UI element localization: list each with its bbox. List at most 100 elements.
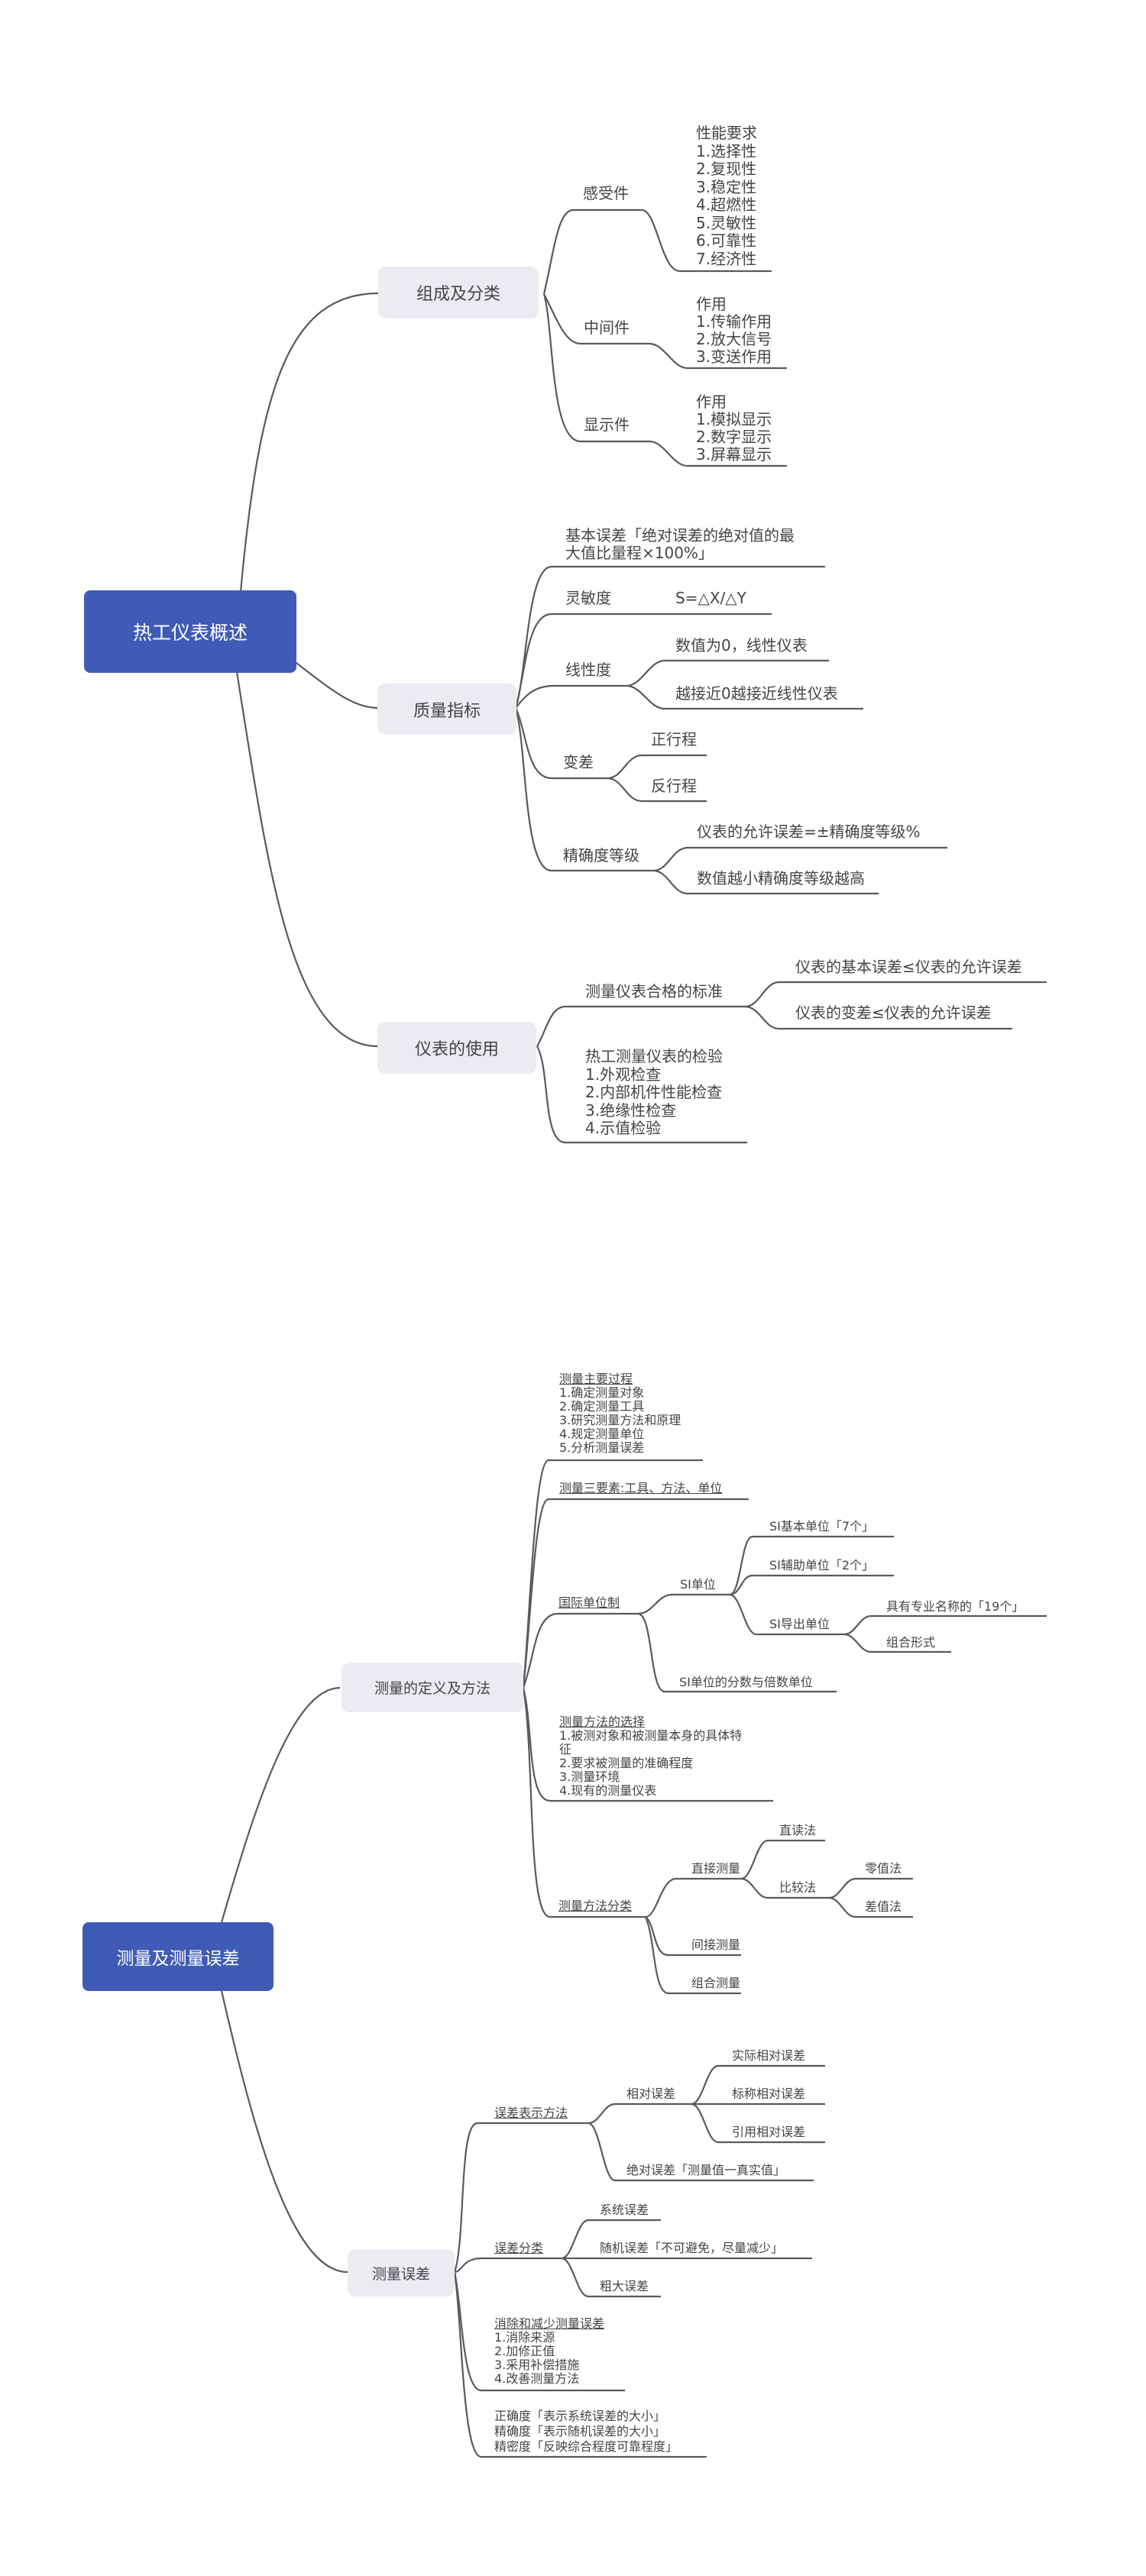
link-var-1 [607, 754, 707, 780]
node-representation[interactable]: 误差表示方法 [494, 2106, 568, 2120]
class-random[interactable]: 随机误差「不可避免，尽量减少」 [600, 2241, 784, 2255]
link-u-standard [536, 1005, 745, 1047]
root-node-thermal-instruments[interactable]: 热工仪表概述 [84, 590, 296, 673]
link-root2-error [220, 1990, 348, 2274]
node-sensor[interactable]: 感受件 [583, 184, 629, 202]
standard-item-2[interactable]: 仪表的变差≤仪表的允许误差 [795, 1004, 992, 1022]
root-node-measurement[interactable]: 测量及测量误差 [83, 1922, 274, 1991]
si-derived-item-1[interactable]: 具有专业名称的「19个」 [886, 1599, 1025, 1614]
link-root1-quality [290, 658, 379, 709]
link-si-derived [729, 1593, 844, 1636]
si-multiples[interactable]: SI单位的分数与倍数单位 [679, 1675, 813, 1689]
node-si-derived[interactable]: SI导出单位 [769, 1617, 830, 1631]
node-compare[interactable]: 比较法 [779, 1880, 817, 1895]
link-root1-usage [235, 671, 379, 1048]
link-dir-compare [740, 1877, 829, 1899]
node-definition[interactable]: 测量的定义及方法 [342, 1663, 523, 1712]
link-d-class [522, 1687, 646, 1918]
node-error[interactable]: 测量误差 [348, 2249, 455, 2296]
link-d-si [522, 1612, 638, 1689]
link-rel-3 [691, 2102, 825, 2144]
compare-zero[interactable]: 零值法 [865, 1861, 902, 1876]
link-cmp-1 [828, 1877, 913, 1899]
variation-item-2[interactable]: 反行程 [651, 777, 697, 795]
node-quality[interactable]: 质量指标 [377, 684, 516, 735]
node-composition[interactable]: 组成及分类 [378, 267, 539, 318]
link-e-class [454, 2257, 562, 2274]
accuracy-item-1[interactable]: 仪表的允许误差=±精确度等级% [697, 823, 921, 841]
link-cls-3 [561, 2257, 661, 2298]
link-rep-rel [588, 2102, 691, 2125]
relative-actual[interactable]: 实际相对误差 [732, 2048, 806, 2063]
link-std-2 [744, 1005, 1012, 1030]
link-lin-1 [626, 659, 829, 687]
node-usage[interactable]: 仪表的使用 [377, 1022, 536, 1074]
node-middle[interactable]: 中间件 [584, 318, 630, 337]
link-q-variation [514, 707, 607, 780]
direct-read[interactable]: 直读法 [779, 1823, 817, 1837]
linearity-item-2[interactable]: 越接近0越接近线性仪表 [675, 684, 838, 703]
class-gross[interactable]: 粗大误差 [600, 2279, 649, 2293]
variation-item-1[interactable]: 正行程 [651, 730, 697, 748]
standard-item-1[interactable]: 仪表的基本误差≤仪表的允许误差 [795, 958, 1022, 976]
node-three-elements[interactable]: 测量三要素:工具、方法、单位 [559, 1481, 723, 1495]
relative-reference[interactable]: 引用相对误差 [732, 2125, 806, 2139]
link-root1-composition [239, 292, 379, 593]
link-q-accuracy [514, 707, 653, 872]
node-accuracy[interactable]: 精确度等级 [563, 846, 639, 865]
link-acc-1 [652, 846, 947, 872]
link-der-2 [843, 1633, 951, 1653]
link-u-inspection [536, 1046, 747, 1144]
link-der-1 [843, 1614, 1047, 1636]
linearity-item-1[interactable]: 数值为0，线性仪表 [675, 636, 808, 655]
node-degrees[interactable]: 正确度「表示系统误差的大小」精确度「表示随机误差的大小」精密度「反映综合程度可靠… [494, 2409, 678, 2454]
link-lin-2 [626, 684, 863, 710]
link-si-supp [729, 1574, 894, 1596]
link-rel-1 [691, 2064, 825, 2106]
si-base[interactable]: SI基本单位「7个」 [769, 1519, 875, 1534]
node-combined[interactable]: 组合测量 [691, 1976, 741, 1990]
compare-diff[interactable]: 差值法 [865, 1899, 902, 1914]
relative-nominal[interactable]: 标称相对误差 [732, 2086, 806, 2101]
si-supplementary[interactable]: SI辅助单位「2个」 [769, 1558, 875, 1572]
link-rep-abs [588, 2122, 814, 2182]
node-si-unit[interactable]: SI单位 [680, 1577, 716, 1592]
link-d-three [522, 1498, 749, 1689]
node-qualification-standard[interactable]: 测量仪表合格的标准 [585, 982, 723, 1000]
node-relative[interactable]: 相对误差 [626, 2086, 676, 2101]
link-e-repr [453, 2122, 588, 2273]
link-comp-sensor [542, 208, 772, 295]
node-method-class[interactable]: 测量方法分类 [558, 1899, 633, 1913]
link-comp-display [542, 293, 787, 467]
link-std-1 [744, 981, 1047, 1008]
node-variation[interactable]: 变差 [563, 753, 594, 771]
class-systematic[interactable]: 系统误差 [600, 2203, 649, 2217]
node-classification[interactable]: 误差分类 [494, 2241, 544, 2255]
node-basic-error[interactable]: 基本误差「绝对误差的绝对值的最大值比量程×100%」 [565, 526, 795, 562]
si-derived-item-2[interactable]: 组合形式 [886, 1635, 936, 1650]
node-display[interactable]: 显示件 [584, 415, 630, 434]
link-d-choice [522, 1687, 773, 1802]
link-si-unit [637, 1593, 730, 1615]
link-q-linearity [515, 684, 626, 709]
node-direct[interactable]: 直接测量 [691, 1861, 741, 1876]
link-cls-1 [561, 2219, 661, 2260]
link-dir-read [740, 1839, 825, 1880]
link-si-multiples [637, 1612, 837, 1693]
node-si-system[interactable]: 国际单位制 [558, 1595, 620, 1610]
link-acc-2 [652, 869, 879, 895]
node-indirect[interactable]: 间接测量 [691, 1938, 741, 1952]
node-linearity[interactable]: 线性度 [565, 661, 611, 679]
absolute-error[interactable]: 绝对误差「测量值一真实值」 [626, 2163, 786, 2177]
node-sensitivity[interactable]: 灵敏度 [565, 589, 611, 607]
accuracy-item-2[interactable]: 数值越小精确度等级越高 [697, 869, 865, 887]
link-e-degrees [453, 2271, 707, 2458]
link-cls-combined [644, 1916, 741, 1995]
